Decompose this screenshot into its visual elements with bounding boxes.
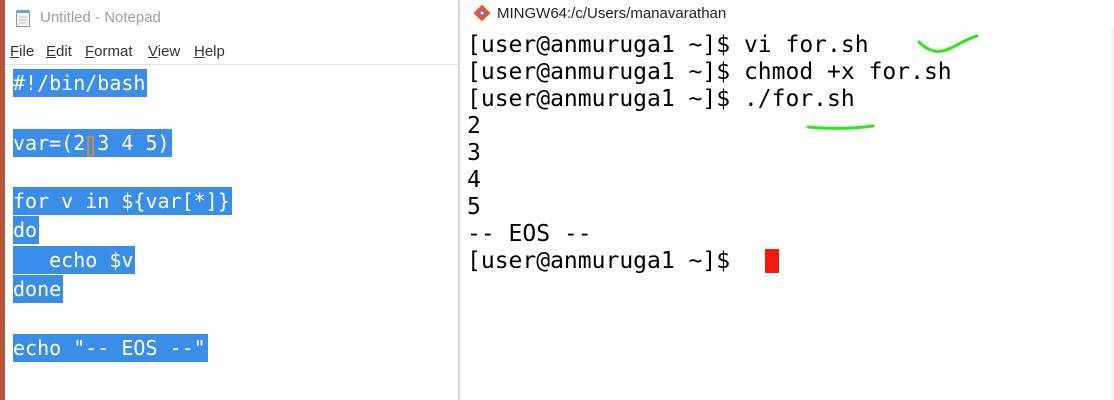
menu-edit[interactable]: Edit <box>46 43 72 60</box>
code-line: #!/bin/bash <box>13 69 148 97</box>
code-line: for v in ${var[*]} <box>13 187 232 215</box>
green-underline-annotation <box>806 124 875 130</box>
menu-view-mnemonic: V <box>148 43 158 60</box>
menu-help[interactable]: Help <box>194 43 225 60</box>
notepad-titlebar[interactable]: Untitled - Notepad <box>5 0 458 36</box>
terminal-line: 5 <box>467 194 481 220</box>
terminal-line: [user@anmuruga1 ~]$ ./for.sh <box>467 86 855 112</box>
menu-help-mnemonic: H <box>194 43 205 60</box>
terminal-line: 3 <box>467 140 481 166</box>
code-line: do <box>13 216 40 244</box>
menu-view[interactable]: View <box>148 43 180 60</box>
menu-view-label: iew <box>157 43 181 60</box>
notepad-text-area[interactable]: #!/bin/bash var=(2 3 4 5) for v in ${var… <box>5 64 458 400</box>
menu-file-label: ile <box>19 43 35 60</box>
menu-format-label: ormat <box>94 43 133 60</box>
notepad-window-title: Untitled - Notepad <box>40 9 161 26</box>
git-bash-icon <box>474 5 490 21</box>
terminal-line: -- EOS -- <box>467 221 592 247</box>
menu-edit-label: dit <box>56 43 72 60</box>
terminal-window-title: MINGW64:/c/Users/manavarathan <box>497 5 727 22</box>
notepad-app-icon <box>16 10 30 27</box>
terminal-line: [user@anmuruga1 ~]$ vi for.sh <box>467 32 869 58</box>
menu-format[interactable]: Format <box>85 43 133 60</box>
terminal-line: 2 <box>467 113 481 139</box>
notepad-menubar: File Edit Format View Help <box>5 40 458 64</box>
menu-format-mnemonic: F <box>85 43 95 60</box>
mingw64-terminal-window: MINGW64:/c/Users/manavarathan [user@anmu… <box>460 0 1114 400</box>
text-cursor-ibeam <box>87 136 94 156</box>
menu-file[interactable]: File <box>10 43 34 60</box>
terminal-line: [user@anmuruga1 ~]$ chmod +x for.sh <box>467 59 952 85</box>
menu-file-mnemonic: F <box>10 43 20 60</box>
terminal-titlebar[interactable]: MINGW64:/c/Users/manavarathan <box>460 0 1114 28</box>
notepad-window: Untitled - Notepad File Edit Format View… <box>0 0 460 400</box>
menu-edit-mnemonic: E <box>46 43 57 60</box>
terminal-output[interactable]: [user@anmuruga1 ~]$ vi for.sh [user@anmu… <box>460 28 1114 400</box>
code-line: echo "-- EOS --" <box>13 334 208 362</box>
terminal-line: [user@anmuruga1 ~]$ <box>467 248 744 274</box>
terminal-line: 4 <box>467 167 481 193</box>
menu-help-label: elp <box>204 43 225 60</box>
code-line: echo $v <box>13 246 136 274</box>
green-check-annotation <box>917 34 979 53</box>
terminal-scrollbar[interactable] <box>1111 28 1114 400</box>
code-line: done <box>13 275 64 303</box>
terminal-block-cursor <box>765 249 779 273</box>
window-edge <box>0 0 5 400</box>
